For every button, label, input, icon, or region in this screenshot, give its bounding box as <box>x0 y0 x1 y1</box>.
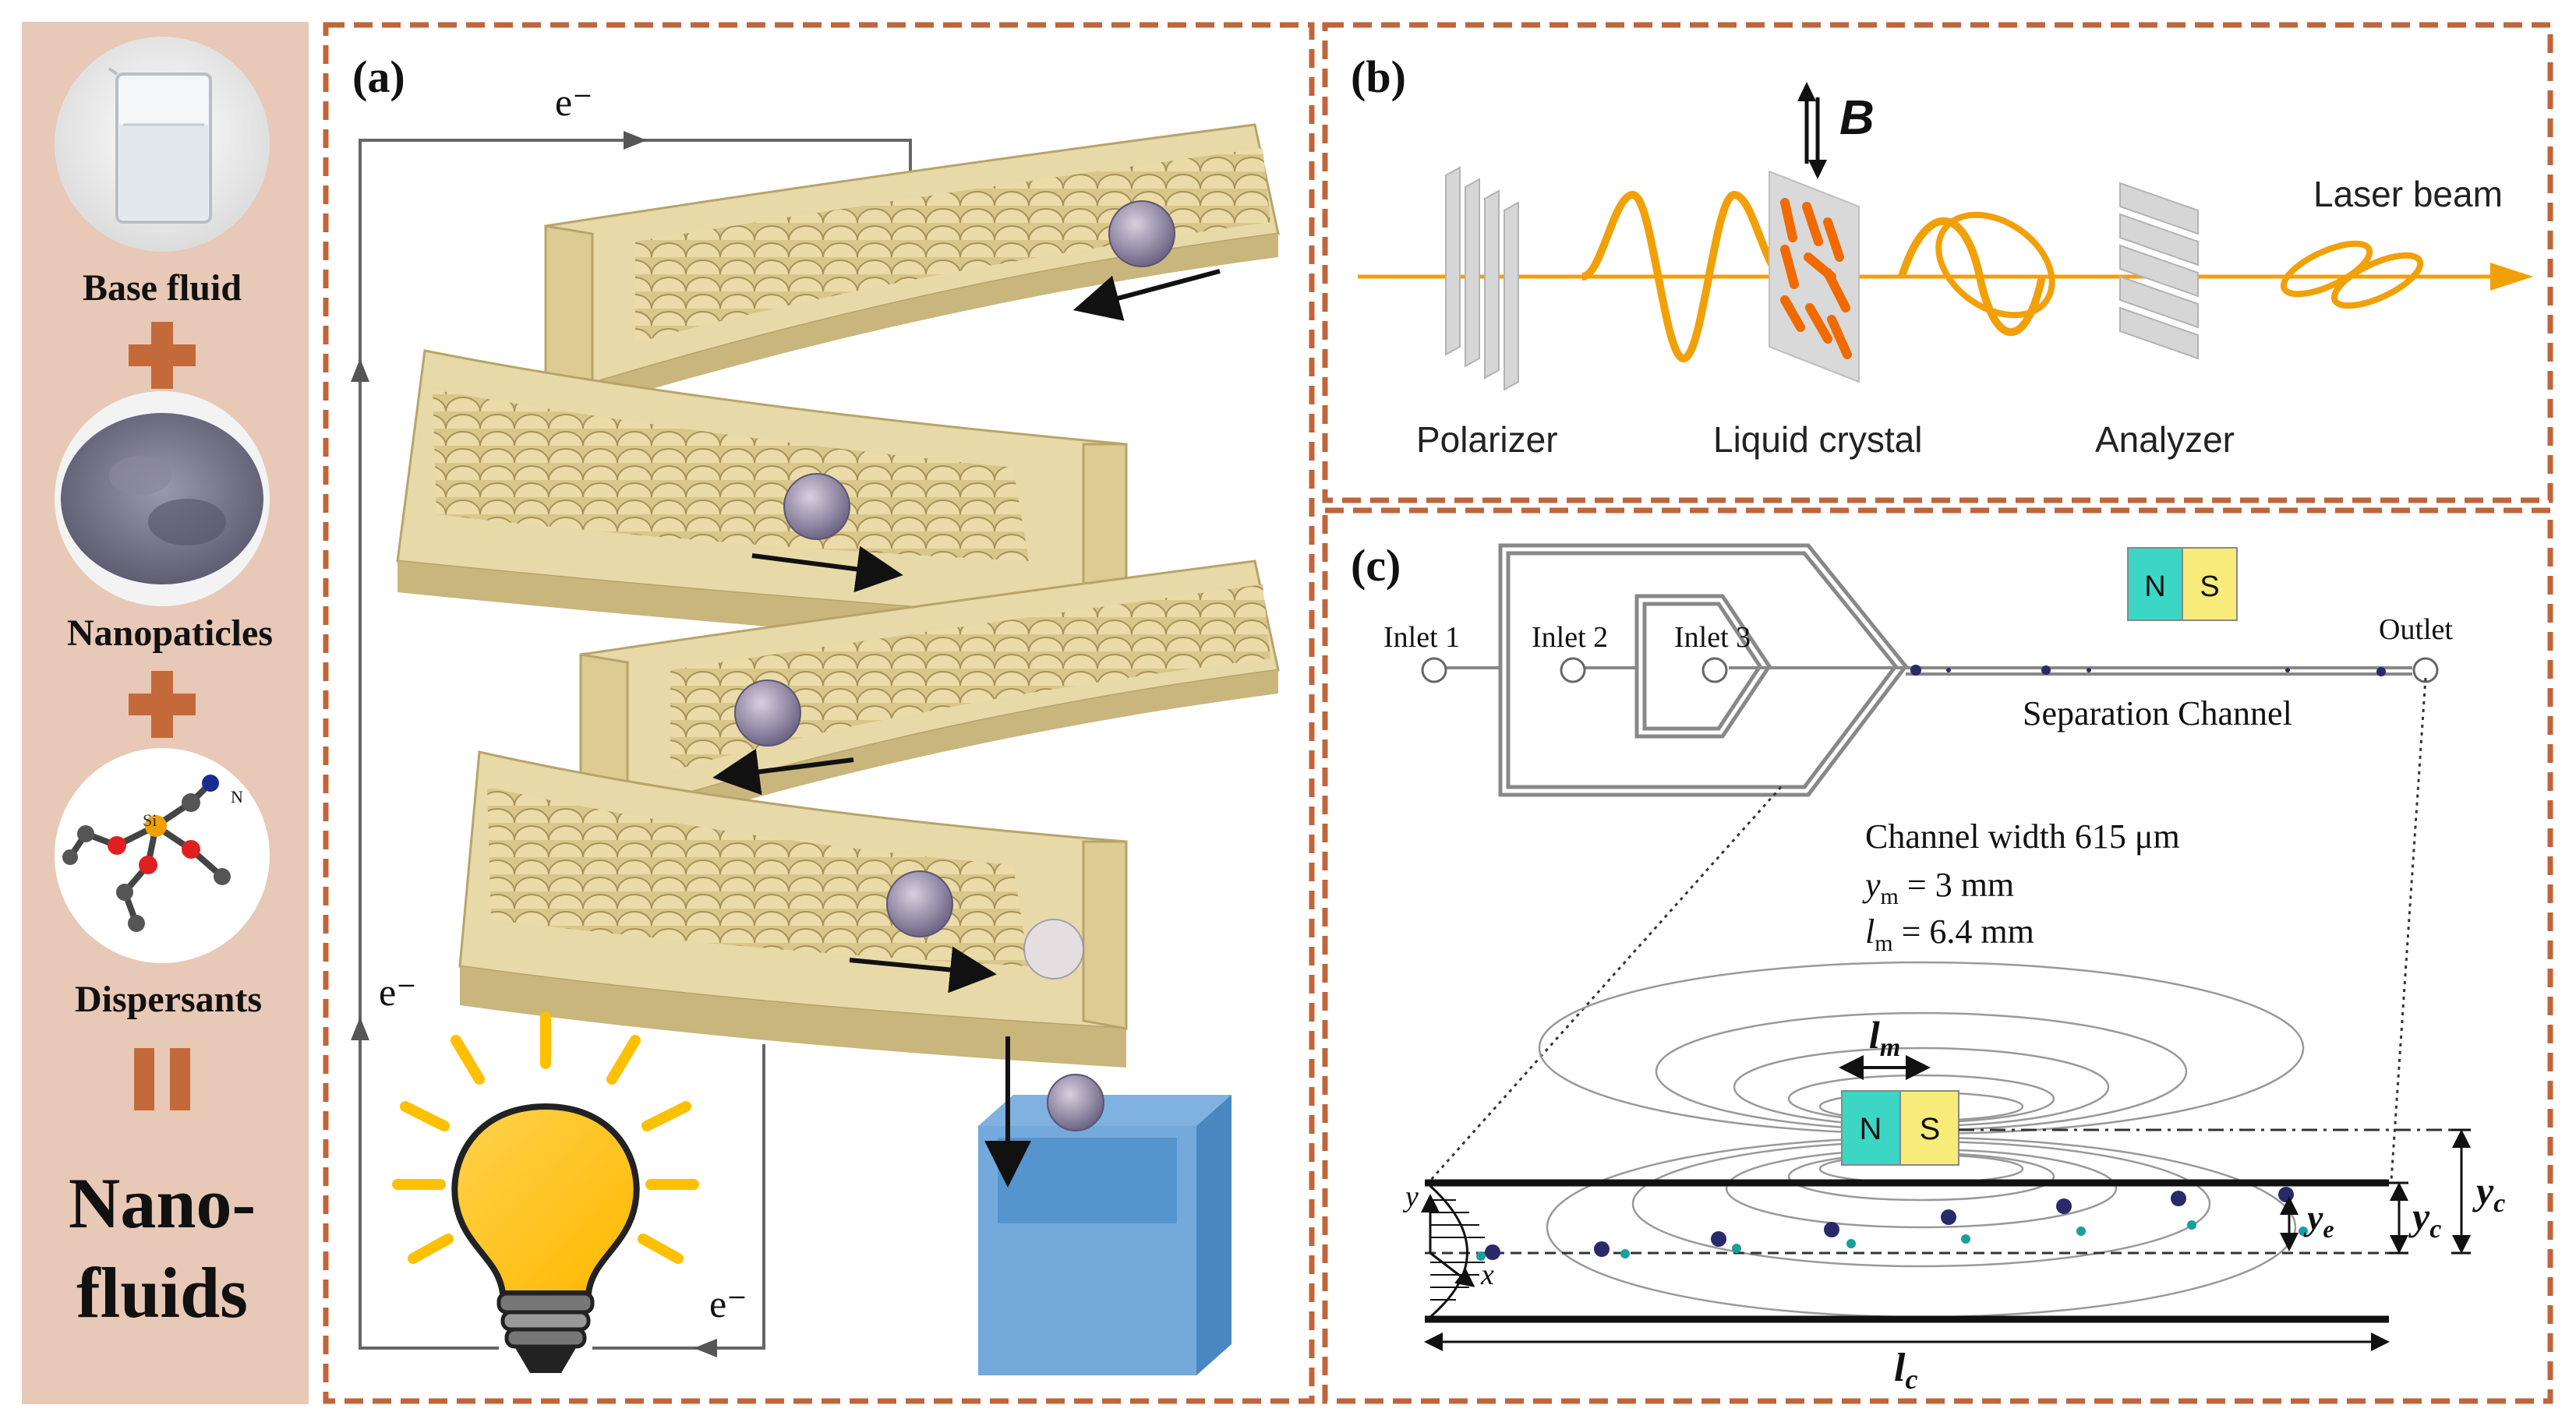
yc-outer-dimension-label: yc <box>2472 1169 2505 1218</box>
axis-y-label: y <box>1402 1181 1419 1213</box>
polarizer-label: Polarizer <box>1416 419 1558 460</box>
label-nanoparticles: Nanopaticles <box>67 612 273 654</box>
inlet-3-label: Inlet 3 <box>1674 621 1751 654</box>
lm-dimension-label: lm <box>1869 1013 1900 1062</box>
analyzer-label: Analyzer <box>2095 419 2235 460</box>
nanoparticle <box>783 473 850 540</box>
lm-parameter: lm = 6.4 mm <box>1865 912 2034 956</box>
panel-c-tag: (c) <box>1351 540 1401 591</box>
deflected-particles <box>1485 1187 2294 1260</box>
rotated-wave-ellipse <box>1935 211 2055 319</box>
magnet-bottom-icon <box>1841 1090 1959 1166</box>
sidebar: Base fluid Nanopaticles <box>22 22 309 1404</box>
panel-a-frame <box>323 22 1315 1404</box>
panel-a-tag: (a) <box>352 51 405 102</box>
magnet-top-icon <box>2127 547 2238 621</box>
polarizer-icon <box>1445 166 1519 391</box>
lc-dimension-label: lc <box>1894 1346 1917 1395</box>
electron-label-left: e⁻ <box>379 970 417 1014</box>
outlet-label: Outlet <box>2379 613 2453 646</box>
polarized-wave <box>1581 190 1786 363</box>
liquid-crystal-label: Liquid crystal <box>1713 419 1922 460</box>
current-arrow-left-lower <box>351 1017 369 1040</box>
triboelectric-layer-4 <box>458 750 1128 1068</box>
magnetic-field-arrow <box>1797 82 1827 179</box>
motion-arrow <box>849 946 997 994</box>
motion-arrow <box>712 748 854 796</box>
zoom-guide-lines <box>1429 677 2427 1181</box>
rotated-wave <box>1898 217 2046 337</box>
label-base-fluid: Base fluid <box>83 267 242 309</box>
panel-b: (b) B <box>1351 51 2533 460</box>
equals-icon <box>134 1048 190 1110</box>
atom-si-label: Si <box>143 810 157 830</box>
port-circles <box>1421 657 2439 683</box>
plus-icon <box>129 671 196 738</box>
magnet-top-s: S <box>2200 570 2219 603</box>
magnetic-field-label: B <box>1839 91 1875 145</box>
electron-label-top: e⁻ <box>555 80 593 124</box>
collection-box <box>978 1095 1231 1375</box>
panel-c-frame <box>1322 507 2553 1404</box>
current-arrow-top <box>624 131 647 150</box>
panel-a: (a) e⁻ e⁻ e⁻ <box>351 51 1280 1375</box>
nanoparticle <box>1047 1074 1104 1131</box>
motion-arrow <box>751 545 903 593</box>
circuit-wire <box>359 139 912 1350</box>
nanoparticles-image <box>55 391 270 606</box>
magnet-bottom-n: N <box>1860 1112 1882 1146</box>
magnet-bottom-s: S <box>1920 1112 1941 1146</box>
non-deflected-particles <box>1476 1220 2308 1261</box>
panel-b-frame <box>1322 22 2553 503</box>
inlet-channels <box>1443 666 2412 676</box>
panel-b-tag: (b) <box>1351 51 1406 102</box>
analyzer-icon <box>2119 182 2199 360</box>
channel-width-label: Channel width 615 μm <box>1865 817 2180 856</box>
ye-dimension-label: ye <box>2303 1198 2334 1243</box>
electron-label-bottom: e⁻ <box>709 1282 747 1325</box>
atom-n-label: N <box>231 787 243 807</box>
velocity-profile <box>1421 1184 1485 1318</box>
motion-arrow <box>1072 269 1221 321</box>
axis-x-label: x <box>1480 1258 1494 1291</box>
microfluidic-chip <box>1498 543 1909 797</box>
title-nano: Nano- <box>69 1163 256 1243</box>
yc-dimension-label: yc <box>2408 1195 2441 1244</box>
inlet-1-label: Inlet 1 <box>1383 621 1460 654</box>
liquid-crystal-icon <box>1769 170 1860 383</box>
title-fluids: fluids <box>76 1253 248 1332</box>
separation-channel-label: Separation Channel <box>2023 694 2292 732</box>
nanoparticle <box>734 679 801 747</box>
nanoparticle-exiting <box>1023 919 1084 979</box>
nanoparticle <box>886 870 953 937</box>
particles-in-channel <box>1910 665 2386 676</box>
ym-parameter: ym = 3 mm <box>1862 866 2014 909</box>
label-dispersants: Dispersants <box>75 979 262 1020</box>
base-fluid-image <box>55 37 270 252</box>
dispersant-molecule-image: Si N <box>55 748 270 963</box>
panel-c: (c) Inlet 1 <box>1351 540 2505 1395</box>
magnet-top-n: N <box>2144 570 2165 603</box>
current-arrow-left-upper <box>351 358 369 382</box>
light-bulb-icon <box>392 1011 699 1373</box>
laser-arrow-head <box>2490 263 2533 291</box>
inlet-2-label: Inlet 2 <box>1532 621 1608 654</box>
current-arrow-bottom <box>694 1339 717 1357</box>
laser-beam-label: Laser beam <box>2313 174 2503 214</box>
output-wave <box>2280 240 2424 309</box>
nanoparticle <box>1108 200 1175 267</box>
plus-icon <box>129 322 196 389</box>
